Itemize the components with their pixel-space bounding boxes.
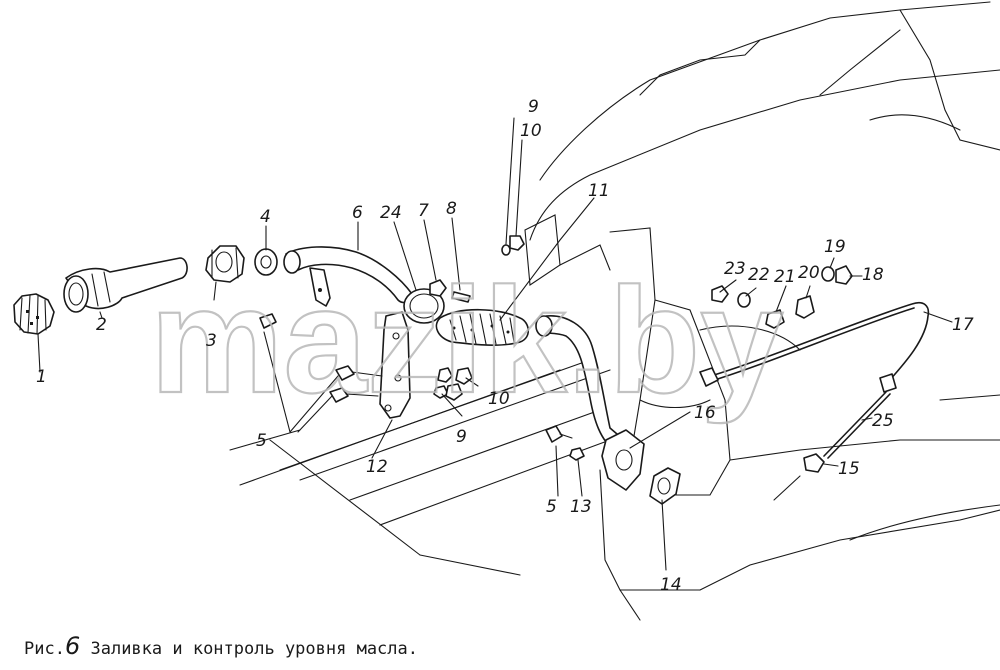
callout-9-lower: 9: [456, 427, 467, 447]
callout-18: 18: [862, 265, 884, 285]
callout-11: 11: [588, 181, 610, 201]
watermark-text: mazik.by: [150, 256, 784, 424]
leader-lines: [37, 117, 953, 571]
nut-part-3: [205, 245, 245, 283]
callout-5-left: 5: [256, 431, 267, 451]
bracket-part-12: [379, 311, 411, 419]
callout-15: 15: [838, 459, 860, 479]
bolt-washer-right: [545, 425, 585, 461]
nut-part-7: [429, 279, 447, 297]
callout-16: 16: [694, 403, 716, 423]
callout-17: 17: [952, 315, 974, 335]
callout-5-right: 5: [546, 497, 557, 517]
caption-text: Заливка и контроль уровня масла.: [90, 639, 418, 659]
nut-part-15: [803, 453, 825, 473]
gasket-part-14: [649, 467, 681, 505]
callout-9-upper: 9: [528, 97, 539, 117]
callout-labels: 1 2 3 4 5 6 24 7 8 9 10 11 23 22 21 20 1…: [36, 97, 974, 595]
figure-caption: Рис.6 Заливка и контроль уровня масла.: [24, 632, 418, 660]
callout-21: 21: [774, 267, 796, 287]
nut-washer-upper: [501, 235, 525, 256]
callout-8: 8: [446, 199, 457, 219]
caption-prefix: Рис.: [24, 639, 65, 659]
callout-3: 3: [206, 331, 217, 351]
callout-22: 22: [748, 265, 770, 285]
bolt-part-8: [451, 291, 471, 303]
callout-20: 20: [798, 263, 820, 283]
callout-24: 24: [380, 203, 402, 223]
callout-10-lower: 10: [488, 389, 510, 409]
callout-19: 19: [824, 237, 846, 257]
dipstick-part-17-25: [699, 301, 930, 459]
bolts-part-5: [259, 313, 383, 403]
filler-cap-part-1: [13, 293, 55, 335]
hose-part-11: [435, 308, 530, 346]
callout-6: 6: [352, 203, 363, 223]
callout-10-upper: 10: [520, 121, 542, 141]
dipstick-fittings: [711, 265, 853, 329]
callout-13: 13: [570, 497, 592, 517]
nuts-washers-lower: [433, 367, 473, 401]
pipe-part-16: [535, 315, 645, 491]
callout-1: 1: [36, 367, 47, 387]
engine-outline: [524, 1, 1000, 621]
filler-neck-part-2: [63, 257, 188, 313]
callout-2: 2: [96, 315, 107, 335]
caption-number: 6: [64, 632, 81, 660]
callout-25: 25: [872, 411, 894, 431]
callout-12: 12: [366, 457, 388, 477]
callout-14: 14: [660, 575, 682, 595]
clamp-part-24: [403, 288, 445, 324]
callout-4: 4: [260, 207, 271, 227]
callout-23: 23: [724, 259, 746, 279]
callout-7: 7: [418, 201, 429, 221]
